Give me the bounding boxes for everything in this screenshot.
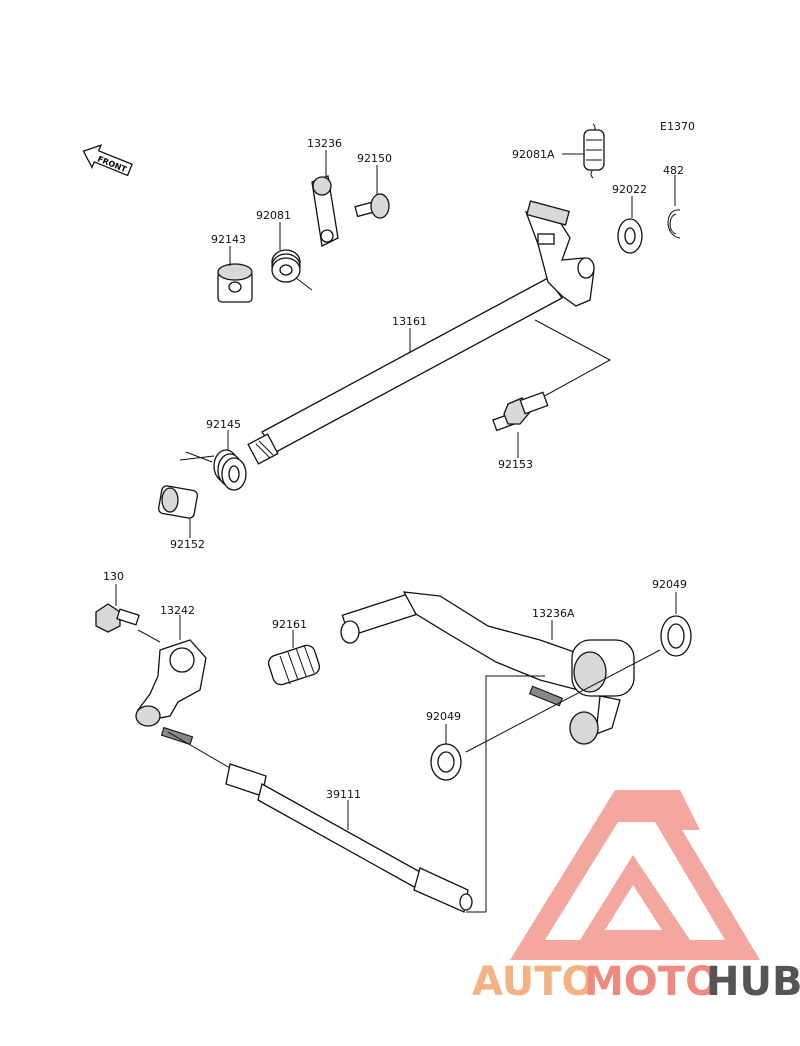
part-130-bolt xyxy=(95,603,140,633)
label-92081: 92081 xyxy=(256,209,291,222)
label-13161: 13161 xyxy=(392,315,427,328)
part-92152-collar xyxy=(157,485,199,519)
watermark-logo xyxy=(510,790,760,960)
label-482: 482 xyxy=(663,164,684,177)
label-92143: 92143 xyxy=(211,233,246,246)
label-130: 130 xyxy=(103,570,124,583)
label-92161: 92161 xyxy=(272,618,307,631)
part-13236A-pedal xyxy=(340,591,635,745)
part-92150-bolt xyxy=(354,193,390,219)
part-13236-arm xyxy=(311,175,339,247)
label-92145: 92145 xyxy=(206,418,241,431)
part-92081A-spring xyxy=(583,123,605,179)
watermark-text: AUTO MOTO HUB xyxy=(472,959,800,1005)
part-92081-spring xyxy=(271,249,313,291)
label-92049-mid: 92049 xyxy=(426,710,461,723)
part-92153-bolt xyxy=(492,391,549,432)
part-92049-seal-mid xyxy=(430,743,462,781)
label-92022: 92022 xyxy=(612,183,647,196)
label-13236A: 13236A xyxy=(532,607,575,620)
label-39111: 39111 xyxy=(326,788,361,801)
front-arrow-icon: FRONT xyxy=(82,144,133,177)
part-92145-spring xyxy=(179,449,247,491)
label-92081A: 92081A xyxy=(512,148,555,161)
label-92049-top: 92049 xyxy=(652,578,687,591)
label-13242: 13242 xyxy=(160,604,195,617)
part-92049-seal-top xyxy=(660,615,692,657)
watermark-part1: AUTO xyxy=(472,959,596,1005)
part-13242-lever xyxy=(135,639,207,746)
part-39111-tie-rod xyxy=(167,731,473,913)
part-92022-washer xyxy=(617,218,643,254)
label-92152: 92152 xyxy=(170,538,205,551)
part-482-circlip xyxy=(667,209,681,239)
watermark-part3: HUB xyxy=(706,959,800,1005)
part-92143-collar xyxy=(217,263,253,303)
diagram-code: E1370 xyxy=(660,120,695,133)
part-92161-rubber xyxy=(267,644,321,686)
part-13161-shift-shaft xyxy=(247,200,595,465)
watermark-part2: MOTO xyxy=(584,959,719,1005)
label-92153: 92153 xyxy=(498,458,533,471)
label-13236: 13236 xyxy=(307,137,342,150)
label-92150: 92150 xyxy=(357,152,392,165)
